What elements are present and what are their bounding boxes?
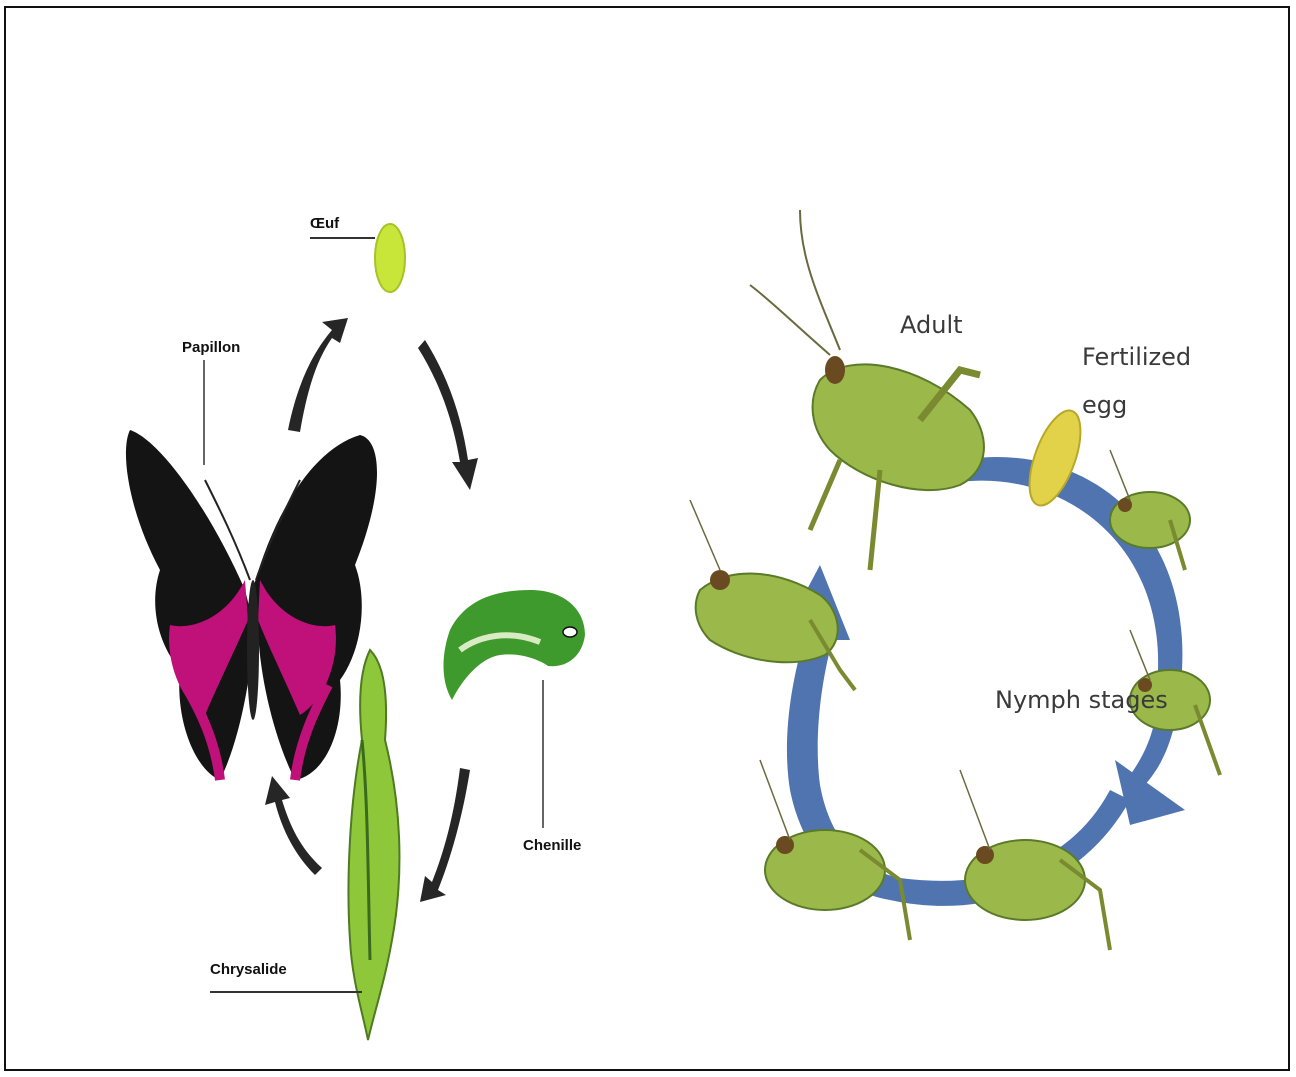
- butterfly-illustration: [126, 430, 377, 780]
- nymph-stages-label: Nymph stages: [995, 686, 1168, 714]
- egg-label: Œuf: [310, 215, 340, 232]
- nymph-bottom-right: [960, 770, 1110, 950]
- caterpillar-label: Chenille: [523, 837, 581, 854]
- adult-grasshopper: [750, 210, 984, 570]
- caterpillar-illustration: [444, 590, 586, 700]
- arrow-egg-to-caterpillar: [418, 340, 478, 490]
- nymph-bottom-left: [760, 760, 910, 940]
- butterfly-label: Papillon: [182, 339, 240, 356]
- fertilized-egg-label-line1: Fertilized: [1082, 343, 1191, 371]
- adult-label: Adult: [900, 311, 963, 339]
- grasshopper-cycle-svg: Adult Fertilized egg Nymph stages: [660, 200, 1260, 1000]
- arrow-butterfly-to-egg: [288, 318, 348, 432]
- butterfly-cycle-svg: Œuf Papillon Chenille: [100, 180, 620, 1060]
- egg-shape: [375, 224, 405, 292]
- arrow-caterpillar-to-chrysalis: [420, 768, 470, 902]
- grasshopper-life-cycle: Adult Fertilized egg Nymph stages: [660, 200, 1260, 1000]
- fertilized-egg-label-line2: egg: [1082, 391, 1127, 419]
- arrow-chrysalis-to-butterfly: [265, 776, 322, 875]
- chrysalis-label: Chrysalide: [210, 961, 287, 978]
- butterfly-life-cycle: Œuf Papillon Chenille: [100, 180, 620, 1060]
- chrysalis-illustration: [349, 650, 400, 1040]
